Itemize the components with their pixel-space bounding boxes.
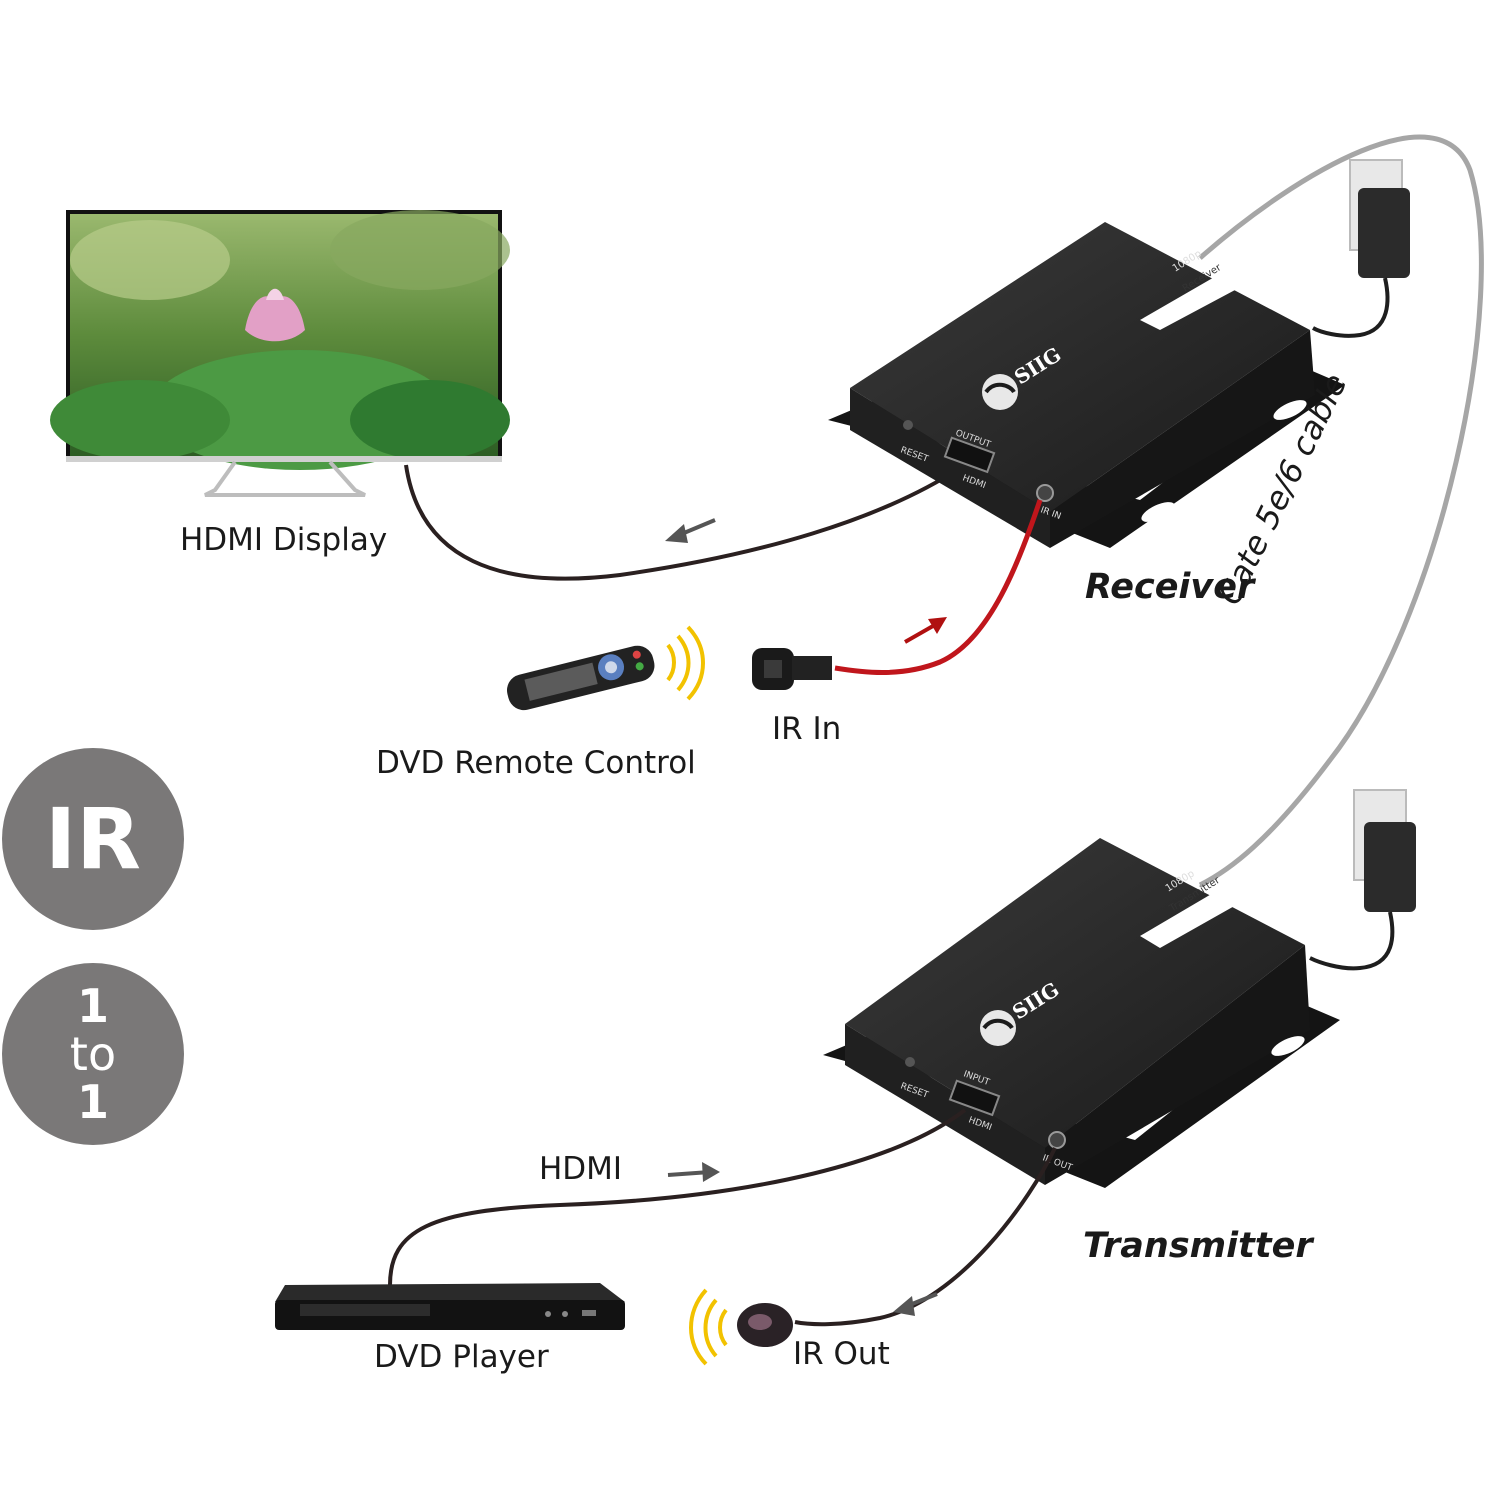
transmitter-label: Transmitter [1083,1226,1313,1266]
arrow-to-display-icon [665,518,716,543]
ratio-badge: 1 to 1 [2,963,184,1145]
ir-out-emitter [737,1303,793,1347]
ir-in-arrow-icon [904,617,947,644]
hdmi-display-monitor [50,210,510,497]
ratio-badge-mid: to [69,1027,117,1081]
transmitter-power-adapter [1309,789,1416,971]
ir-out-arrow-icon [893,1292,938,1316]
receiver-power-adapter [1312,159,1410,338]
hdmi-label: HDMI [539,1151,623,1187]
cat-cable [1198,134,1484,888]
ratio-badge-bottom: 1 [76,1075,109,1129]
dvd-player-label: DVD Player [374,1339,549,1375]
ir-out-label: IR Out [793,1336,890,1372]
hdmi-output-cable [404,464,962,581]
ratio-badge-top: 1 [76,979,109,1033]
dvd-player [275,1283,625,1330]
ir-in-label: IR In [772,711,842,747]
ir-badge: IR [2,748,184,930]
dvd-remote-label: DVD Remote Control [376,745,696,781]
receiver-device: SIIG 1080p Receiver RESET OUTPUT HDMI IR… [828,222,1345,548]
dvd-remote-control [506,645,655,711]
receiver-label: Receiver [1085,567,1255,607]
hdmi-display-label: HDMI Display [180,522,388,558]
hdmi-input-cable [388,1108,967,1286]
arrow-to-transmitter-icon [667,1162,720,1182]
remote-signal-waves-icon [666,625,705,701]
ir-badge-text: IR [45,790,141,888]
ir-in-sensor [752,648,832,690]
emitter-signal-waves-icon [689,1288,728,1366]
ir-in-cable [834,499,1043,675]
transmitter-device: SIIG 1080p Transmitter RESET INPUT HDMI … [823,838,1340,1188]
